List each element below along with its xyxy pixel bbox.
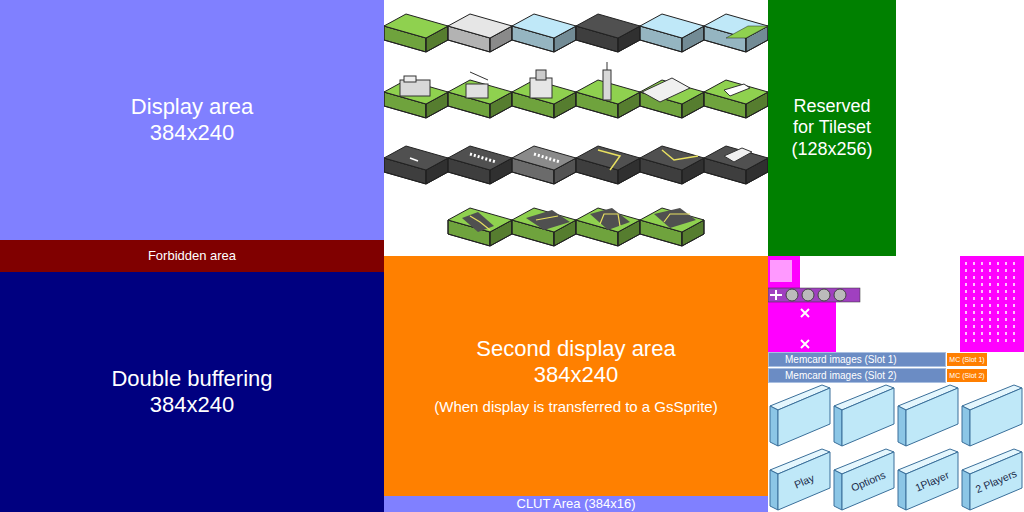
memcard-bar: Memcard images (Slot 1) [768, 352, 946, 367]
region-label: Forbidden area [148, 248, 236, 264]
button-face [770, 470, 778, 510]
sprite-sheet [768, 256, 1024, 352]
memcard-bar: Memcard images (Slot 2) [768, 368, 946, 383]
button-face [898, 470, 906, 510]
menu-button: 1Player [896, 448, 960, 512]
forbidden-band: Forbidden area [0, 240, 384, 272]
region-label: Double buffering 384x240 [102, 366, 282, 419]
menu-button: Options [832, 448, 896, 512]
menu-box-row [770, 385, 1022, 446]
memcard-tag: MC (Slot 2) [946, 368, 988, 383]
region-note: (When display is transferred to a GsSpri… [434, 398, 717, 416]
tileset-row [384, 146, 768, 184]
tileset-row [448, 208, 704, 246]
clut-band: CLUT Area (384x16) [384, 496, 768, 512]
reserved-region: Reserved for Tileset (128x256) [768, 0, 896, 256]
menu-button: Play [768, 448, 832, 512]
menu-button: 2 Players [960, 448, 1024, 512]
region-label: MC (Slot 2) [949, 372, 984, 380]
double-buffer-area: Double buffering 384x240 [0, 272, 384, 512]
display-area: Display area 384x240 [0, 0, 384, 240]
button-face [834, 470, 842, 510]
region-label: MC (Slot 1) [949, 356, 984, 364]
tileset-row [384, 14, 768, 52]
tileset-row [384, 62, 768, 118]
region-label: Memcard images (Slot 1) [785, 354, 897, 365]
second-display-area: Second display area 384x240 (When display… [384, 256, 768, 496]
region-label: Reserved for Tileset (128x256) [784, 96, 880, 161]
button-face [962, 470, 970, 510]
region-label: Memcard images (Slot 2) [785, 370, 897, 381]
region-label: CLUT Area (384x16) [517, 497, 636, 511]
region-label: Second display area 384x240 [466, 336, 686, 389]
region-label: Display area 384x240 [117, 94, 267, 147]
memcard-tag: MC (Slot 1) [946, 352, 988, 367]
